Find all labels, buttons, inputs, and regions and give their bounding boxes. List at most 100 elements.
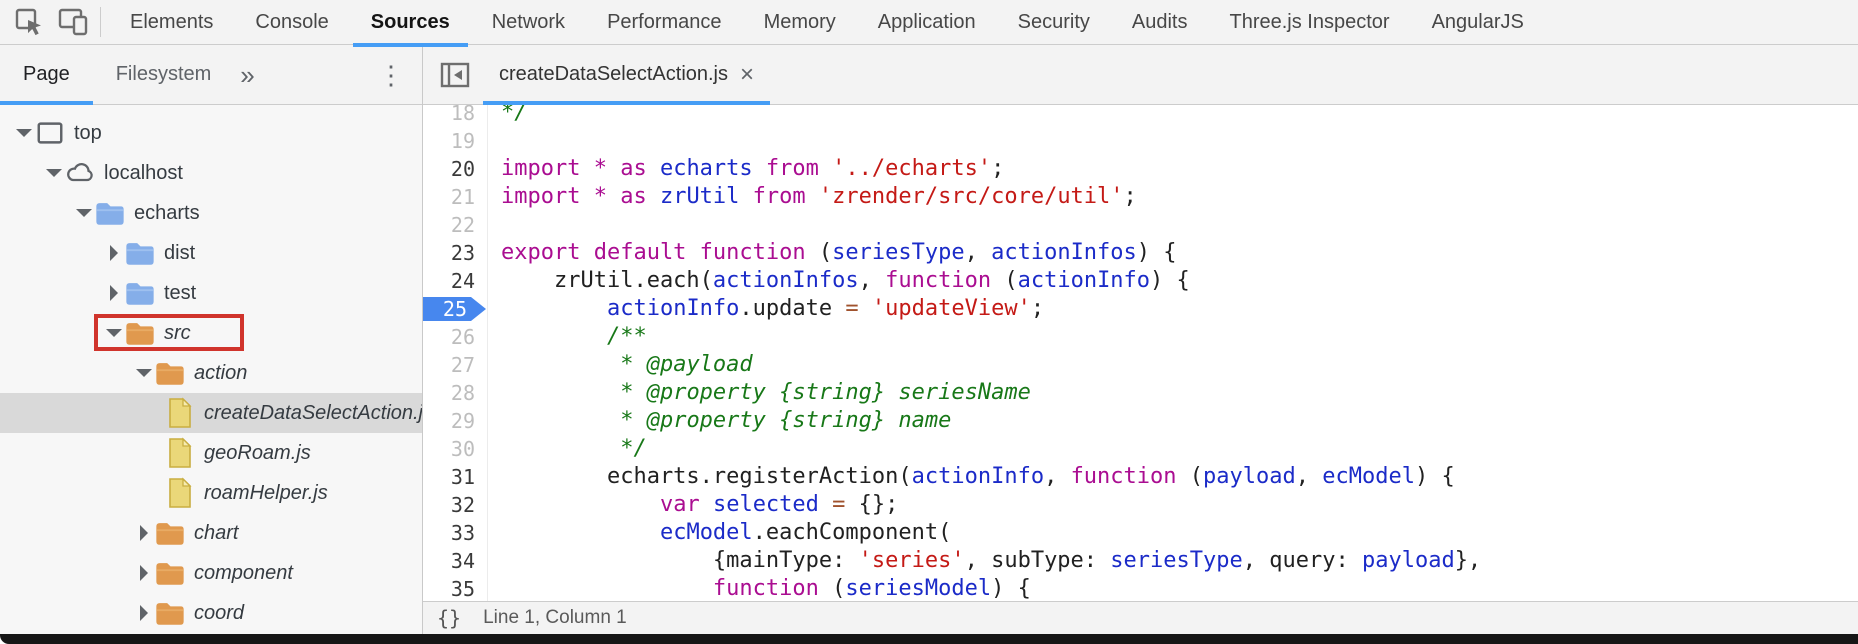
code-line-35: 35 function (seriesModel) { — [423, 575, 1858, 601]
line-number[interactable]: 23 — [450, 241, 475, 265]
navigator-header: Page Filesystem » ⋮ — [0, 45, 422, 105]
triangle-glyph — [110, 245, 118, 261]
line-number[interactable]: 20 — [450, 157, 475, 181]
navigator-tab-page[interactable]: Page — [0, 45, 93, 105]
close-tab-icon[interactable]: × — [740, 60, 755, 88]
tree-item-label: top — [74, 121, 102, 144]
code-line-content: */ — [606, 436, 647, 461]
pretty-print-icon[interactable]: {} — [437, 606, 462, 630]
tree-item-chart[interactable]: chart — [0, 513, 422, 553]
tree-item-label: test — [164, 281, 197, 304]
line-number[interactable]: 19 — [450, 129, 475, 153]
editor-tab-createdataselectaction[interactable]: createDataSelectAction.js × — [483, 45, 771, 105]
line-number[interactable]: 29 — [450, 409, 475, 433]
main-tab-audits[interactable]: Audits — [1131, 10, 1188, 33]
code-line-content — [487, 127, 501, 155]
tree-item-createdataselectaction-js[interactable]: createDataSelectAction.js — [0, 393, 422, 433]
code-line-18: 18*/ — [423, 105, 1858, 127]
tree-item-coord[interactable]: coord — [0, 593, 422, 633]
triangle-glyph — [76, 209, 92, 217]
file-icon — [164, 437, 196, 469]
tree-item-action[interactable]: action — [0, 353, 422, 393]
tree-item-dist[interactable]: dist — [0, 233, 422, 273]
line-number[interactable]: 27 — [450, 353, 475, 377]
expanded-arrow-icon[interactable] — [44, 163, 64, 183]
breakpoint-marker[interactable]: 25 — [423, 295, 487, 323]
code-line-content: * @property {string} name — [606, 408, 952, 433]
code-line-33: 33 ecModel.eachComponent( — [423, 519, 1858, 547]
tree-item-top[interactable]: top — [0, 113, 422, 153]
tree-item-src[interactable]: src — [0, 313, 422, 353]
collapsed-arrow-icon[interactable] — [134, 523, 154, 543]
line-number[interactable]: 31 — [450, 465, 475, 489]
tree-item-echarts[interactable]: echarts — [0, 193, 422, 233]
code-line-content: zrUtil.each(actionInfos, function (actio… — [501, 268, 1190, 293]
tree-item-label: src — [164, 321, 191, 344]
line-number[interactable]: 30 — [450, 437, 475, 461]
line-number[interactable]: 32 — [450, 493, 475, 517]
line-number[interactable]: 35 — [450, 577, 475, 601]
code-line-26: 26 /** — [423, 323, 1858, 351]
main-toolbar: Elements Console Sources Network Performance… — [0, 0, 1858, 47]
line-number[interactable]: 34 — [450, 549, 475, 573]
line-number[interactable]: 22 — [450, 213, 475, 237]
collapsed-arrow-icon[interactable] — [134, 563, 154, 583]
expanded-arrow-icon[interactable] — [134, 363, 154, 383]
folder-orange-icon — [154, 517, 186, 549]
folder-blue-icon — [124, 277, 156, 309]
line-number[interactable]: 21 — [450, 185, 475, 209]
tree-item-label: dist — [164, 241, 196, 264]
triangle-glyph — [46, 169, 62, 177]
main-tab-angularjs[interactable]: AngularJS — [1431, 10, 1524, 33]
code-line-content: actionInfo.update = 'updateView'; — [606, 296, 1045, 321]
tree-item-label: createDataSelectAction.js — [204, 401, 422, 424]
line-number[interactable]: 26 — [450, 325, 475, 349]
line-number[interactable]: 33 — [450, 521, 475, 545]
code-line-content: {mainType: 'series', subType: seriesType… — [501, 548, 1482, 573]
code-line-24: 24 zrUtil.each(actionInfos, function (ac… — [423, 267, 1858, 295]
hide-navigator-icon[interactable] — [439, 59, 471, 91]
main-tab-sources[interactable]: Sources — [350, 0, 471, 47]
code-line-27: 27 * @payload — [423, 351, 1858, 379]
triangle-glyph — [106, 329, 122, 337]
tree-item-georoam-js[interactable]: geoRoam.js — [0, 433, 422, 473]
expanded-arrow-icon[interactable] — [104, 323, 124, 343]
cloud-icon — [64, 157, 96, 189]
line-number[interactable]: 24 — [450, 269, 475, 293]
main-tab-memory[interactable]: Memory — [763, 10, 836, 33]
main-tab-three-js-inspector[interactable]: Three.js Inspector — [1229, 10, 1390, 33]
line-number[interactable]: 28 — [450, 381, 475, 405]
folder-orange-icon — [154, 357, 186, 389]
tree-item-label: roamHelper.js — [204, 481, 328, 504]
tree-item-component[interactable]: component — [0, 553, 422, 593]
main-tab-console[interactable]: Console — [255, 10, 329, 33]
tree-item-test[interactable]: test — [0, 273, 422, 313]
device-toolbar-icon[interactable] — [56, 5, 90, 39]
overflow-menu-icon[interactable]: ⋮ — [378, 59, 404, 90]
tree-item-roamhelper-js[interactable]: roamHelper.js — [0, 473, 422, 513]
main-tab-security[interactable]: Security — [1017, 10, 1090, 33]
collapsed-arrow-icon[interactable] — [104, 283, 124, 303]
editor-tab-strip: createDataSelectAction.js × — [423, 45, 1858, 105]
collapsed-arrow-icon[interactable] — [104, 243, 124, 263]
tree-item-label: action — [194, 361, 248, 384]
navigator-tab-filesystem[interactable]: Filesystem — [115, 63, 212, 85]
tree-item-localhost[interactable]: localhost — [0, 153, 422, 193]
main-tab-performance[interactable]: Performance — [607, 10, 722, 33]
main-tab-application[interactable]: Application — [877, 10, 976, 33]
folder-orange-icon — [124, 317, 156, 349]
triangle-glyph — [140, 565, 148, 581]
expanded-arrow-icon[interactable] — [74, 203, 94, 223]
tree-item-label: localhost — [104, 161, 183, 184]
line-number[interactable]: 18 — [450, 105, 475, 125]
code-line-content: ecModel.eachComponent( — [659, 520, 952, 545]
more-tabs-chevron-icon[interactable]: » — [240, 59, 255, 90]
main-tab-network[interactable]: Network — [491, 10, 566, 33]
collapsed-arrow-icon[interactable] — [134, 603, 154, 623]
triangle-glyph — [136, 369, 152, 377]
inspect-icon[interactable] — [12, 5, 46, 39]
expanded-arrow-icon[interactable] — [14, 123, 34, 143]
main-tab-elements[interactable]: Elements — [130, 10, 214, 33]
